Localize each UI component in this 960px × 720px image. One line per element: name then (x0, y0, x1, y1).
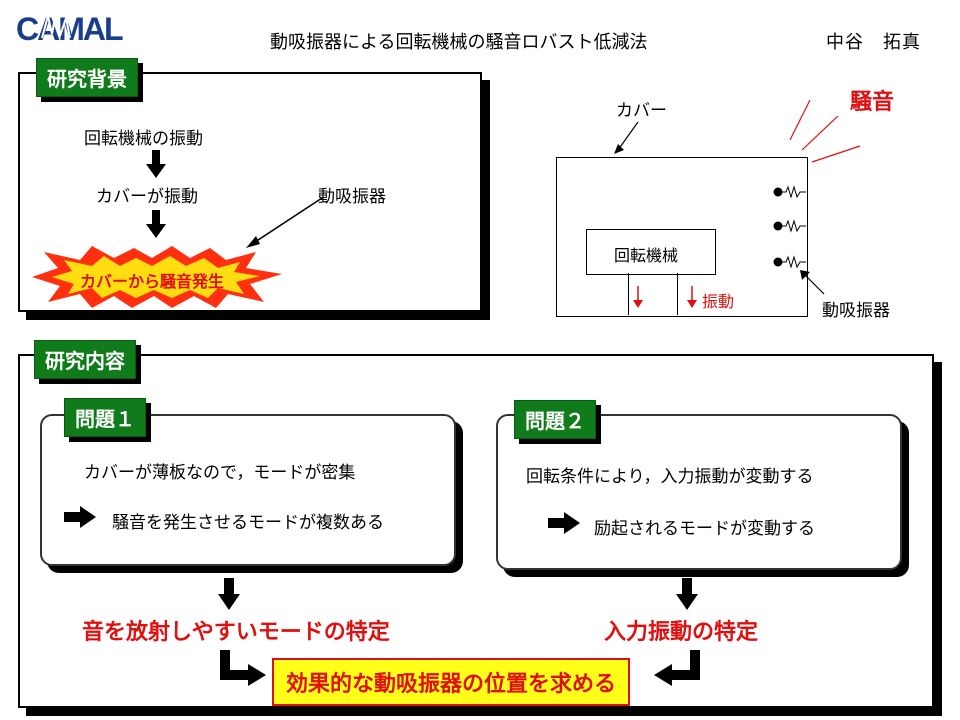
down-arrow-icon (676, 578, 698, 610)
diagram-absorber-label: 動吸振器 (822, 301, 890, 321)
down-arrow-icon (146, 150, 166, 178)
content-tag: 研究内容 (34, 340, 136, 379)
right-arrow-icon (548, 512, 580, 534)
problem1-tag: 問題１ (64, 398, 146, 437)
problem1-line1: カバーが薄板なので，モードが密集 (84, 463, 356, 483)
noise-label: 騒音 (850, 90, 895, 115)
machine-leg-right (677, 273, 678, 315)
bent-arrow-left-icon (654, 650, 700, 686)
vibration-label: 振動 (702, 292, 735, 311)
cover-pointer-icon (614, 121, 639, 154)
logo-text: CAMAL (16, 11, 123, 47)
conclusion-box: 効果的な動吸振器の位置を求める (272, 658, 631, 706)
bg-step1: 回転機械の振動 (84, 129, 203, 149)
absorber-springs-icon (773, 185, 806, 269)
problem2-result: 入力振動の特定 (604, 620, 759, 645)
bg-absorber-label: 動吸振器 (318, 187, 386, 207)
down-arrow-icon (218, 578, 240, 610)
cover-label: カバー (616, 101, 667, 121)
pointer-arrow-icon (246, 197, 323, 248)
camal-logo: CAMAL (14, 8, 134, 48)
right-arrow-icon (64, 506, 96, 528)
absorber-pointer-icon (800, 270, 825, 295)
problem1-result: 音を放射しやすいモードの特定 (82, 620, 390, 645)
page-title: 動吸振器による回転機械の騒音ロバスト低減法 (270, 32, 648, 53)
machine-leg-left (628, 273, 629, 315)
author-name: 中谷 拓真 (826, 32, 921, 53)
machine-label: 回転機械 (614, 246, 679, 265)
down-arrow-icon (146, 210, 166, 238)
problem2-box (496, 414, 902, 570)
machine-box (586, 229, 716, 275)
vibration-arrow-icon (633, 286, 643, 308)
problem2-tag: 問題２ (514, 400, 596, 439)
burst-text: カバーから騒音発生 (80, 272, 225, 291)
bent-arrow-right-icon (220, 650, 266, 686)
problem1-box (40, 414, 456, 566)
background-tag: 研究背景 (36, 58, 138, 97)
logo-graphic: CAMAL (16, 11, 125, 47)
vibration-arrow-icon (687, 286, 697, 308)
bg-step2: カバーが振動 (96, 187, 198, 207)
problem1-line2: 騒音を発生させるモードが複数ある (112, 513, 384, 533)
problem2-line1: 回転条件により，入力振動が変動する (526, 467, 814, 487)
problem2-line2: 励起されるモードが変動する (594, 519, 815, 539)
noise-lines-icon (789, 99, 861, 163)
explosion-burst-icon (32, 246, 282, 308)
